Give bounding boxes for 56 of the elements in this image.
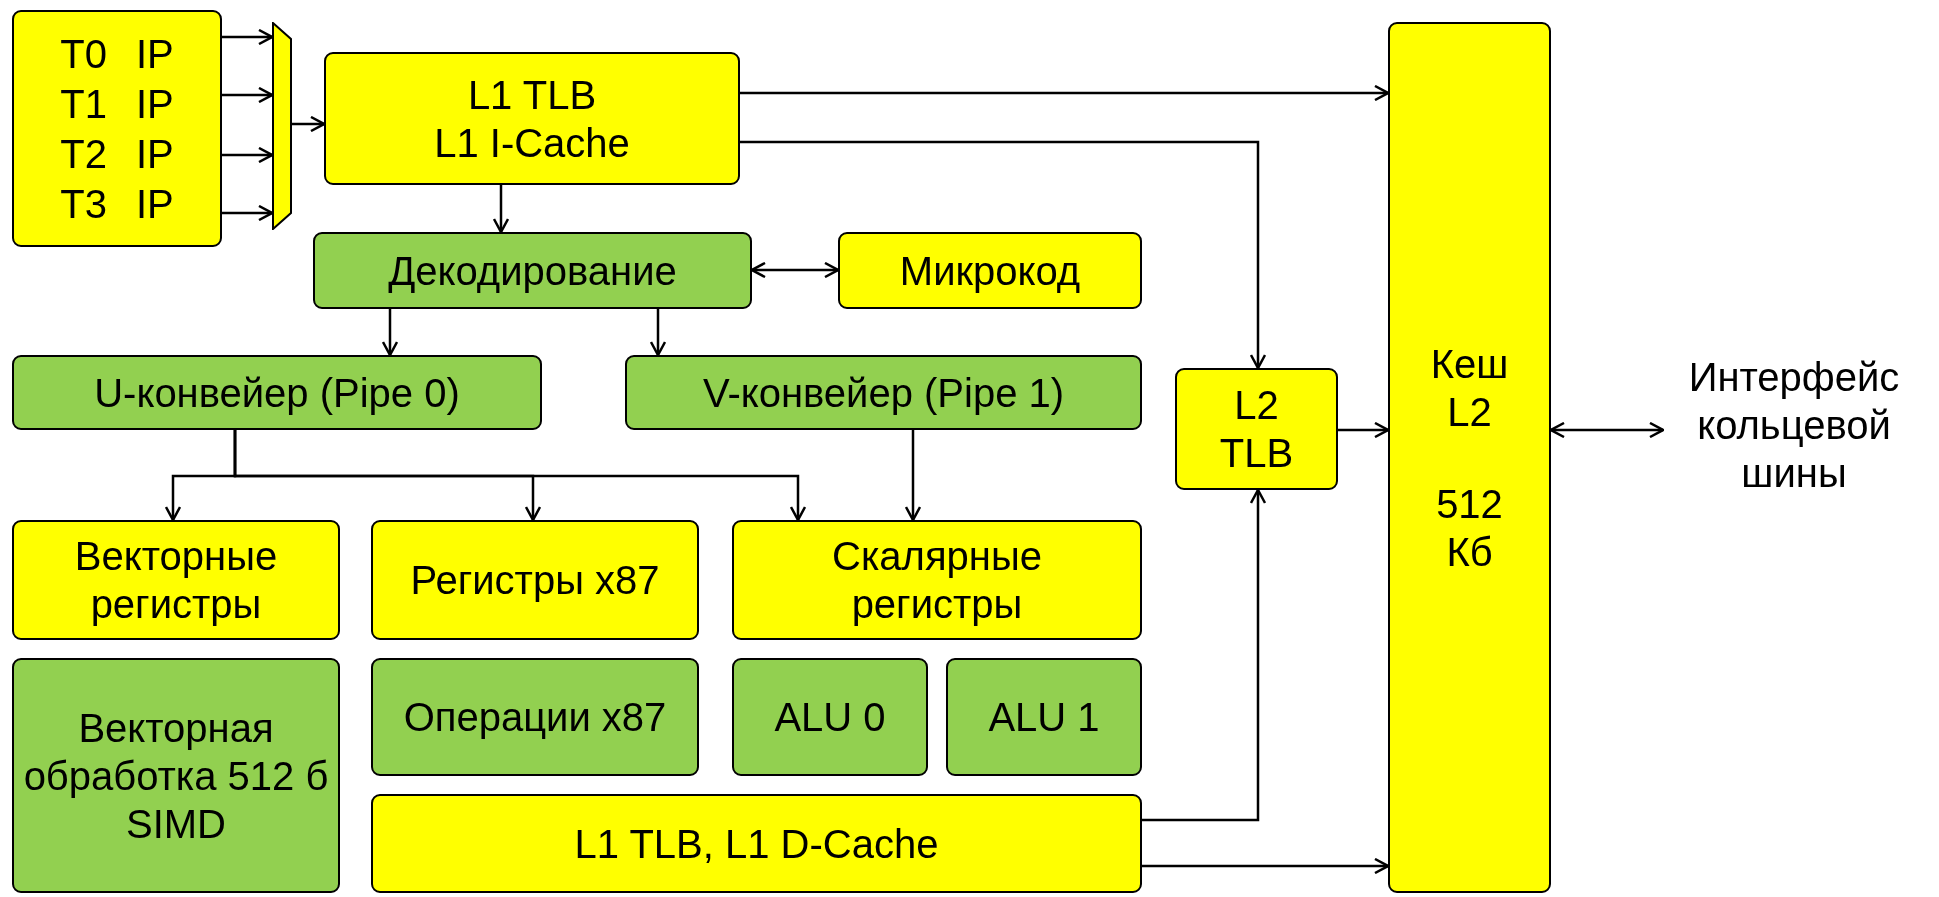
arrow xyxy=(492,185,510,234)
block-label: L1 TLB xyxy=(467,71,597,119)
arrow xyxy=(904,430,922,522)
arrow xyxy=(292,115,326,133)
block-box xyxy=(12,520,340,640)
block-label: T3 IP xyxy=(60,180,174,228)
block-box xyxy=(1388,22,1551,893)
block-box xyxy=(732,658,928,776)
arrow xyxy=(740,140,1267,370)
block-label: V-конвейер (Pipe 1) xyxy=(702,369,1065,417)
arrow xyxy=(222,28,274,46)
block-box xyxy=(625,355,1142,430)
block-label: Операции x87 xyxy=(403,694,667,741)
block-label: Интерфейс кольцевой шины xyxy=(1687,354,1901,497)
block-box xyxy=(12,355,542,430)
arrow xyxy=(222,146,274,164)
block-label: T2 IP xyxy=(60,130,174,178)
block-label: Микрокод xyxy=(899,247,1081,295)
block-label: U-конвейер (Pipe 0) xyxy=(94,369,460,417)
block-box xyxy=(1175,368,1338,490)
arrow xyxy=(750,261,840,279)
block-label: Скалярные регистры xyxy=(831,533,1043,628)
block-label: Регистры x87 xyxy=(410,557,660,604)
block-box xyxy=(371,658,699,776)
arrow xyxy=(1338,421,1390,439)
block-box xyxy=(12,10,222,247)
block-label: L2 TLB xyxy=(1218,382,1295,477)
block-label: T1 IP xyxy=(60,80,174,128)
block-label: ALU 1 xyxy=(988,694,1100,741)
block-label: ALU 0 xyxy=(774,694,886,741)
block-box xyxy=(313,232,752,309)
block-label: L1 TLB, L1 D-Cache xyxy=(574,820,939,868)
block-label: T0 IP xyxy=(60,30,174,78)
block-box xyxy=(324,52,740,185)
arrow xyxy=(222,204,274,222)
block-box xyxy=(732,520,1142,640)
block-label: L1 I-Cache xyxy=(434,119,630,167)
block-label: Декодирование xyxy=(388,247,677,295)
block-box xyxy=(371,520,699,640)
arrow xyxy=(1549,421,1665,439)
arrow xyxy=(381,309,399,357)
arrow xyxy=(740,84,1390,102)
block-label: Векторная обработка 512 б SIMD xyxy=(22,704,330,848)
block-label: Векторные регистры xyxy=(73,533,279,628)
block-box xyxy=(838,232,1142,309)
multiplexer xyxy=(272,22,292,230)
block-label: 512 Кб xyxy=(1435,480,1504,576)
arrow xyxy=(1142,488,1267,822)
block-box xyxy=(946,658,1142,776)
arrow xyxy=(222,86,274,104)
arrow xyxy=(233,430,807,522)
block-box xyxy=(12,658,340,893)
block-box xyxy=(371,794,1142,893)
block-label: Кеш L2 xyxy=(1429,340,1510,436)
arrow xyxy=(649,309,667,357)
arrow xyxy=(1142,857,1390,875)
